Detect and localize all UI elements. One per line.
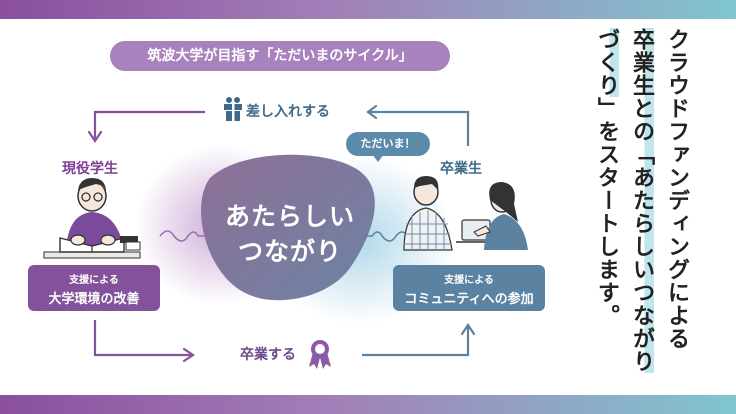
arrow-bottom-right xyxy=(362,326,470,357)
center-line-2: つながり xyxy=(237,237,342,266)
medal-icon xyxy=(309,340,331,369)
tadaima-bubble: ただいま！ xyxy=(346,132,430,156)
headline-line-2-text: 卒業生との「あたらしいつながり xyxy=(629,28,654,373)
headline-line-3-highlight: づくり xyxy=(594,28,619,97)
student-label: 現役学生 xyxy=(62,161,118,177)
arrowheads xyxy=(87,104,476,363)
student-illustration xyxy=(43,178,141,259)
headline-line-1: クラウドファンディングによる xyxy=(664,28,689,350)
cycle-arrows xyxy=(93,110,470,357)
graduate-label: 卒業する xyxy=(240,347,296,363)
headline-line-3-rest: 」をスタートします。 xyxy=(594,97,619,327)
support-right-prefix: 支援による xyxy=(444,275,494,286)
alumni-illustration xyxy=(403,176,528,251)
alumni-label: 卒業生 xyxy=(440,161,482,177)
squiggle-left xyxy=(159,230,206,242)
arrow-bottom-left xyxy=(93,320,192,357)
center-text: あたらしい つながり xyxy=(215,199,365,269)
center-blob xyxy=(201,154,375,301)
support-box-left: 支援による 大学環境の改善 xyxy=(28,265,160,311)
support-left-main: 大学環境の改善 xyxy=(48,292,140,307)
top-gradient-bar xyxy=(0,0,736,19)
bubble-tail xyxy=(372,154,384,162)
bottom-gradient-bar xyxy=(0,395,736,414)
headline-line-2: 卒業生との「あたらしいつながり xyxy=(626,28,656,373)
squiggle-right xyxy=(364,231,409,242)
page-title: 筑波大学が目指す「ただいまのサイクル」 xyxy=(110,41,450,71)
send-label: 差し入れする xyxy=(246,104,330,120)
support-box-right: 支援による コミュニティへの参加 xyxy=(393,265,545,311)
gift-icon xyxy=(224,97,242,121)
headline-line-3: づくり」をスタートします。 xyxy=(591,28,621,327)
arrow-top-right xyxy=(370,110,470,146)
support-left-prefix: 支援による xyxy=(69,275,119,286)
center-line-1: あたらしい xyxy=(224,202,355,231)
support-right-main: コミュニティへの参加 xyxy=(404,292,534,307)
arrow-top-left xyxy=(93,110,205,140)
